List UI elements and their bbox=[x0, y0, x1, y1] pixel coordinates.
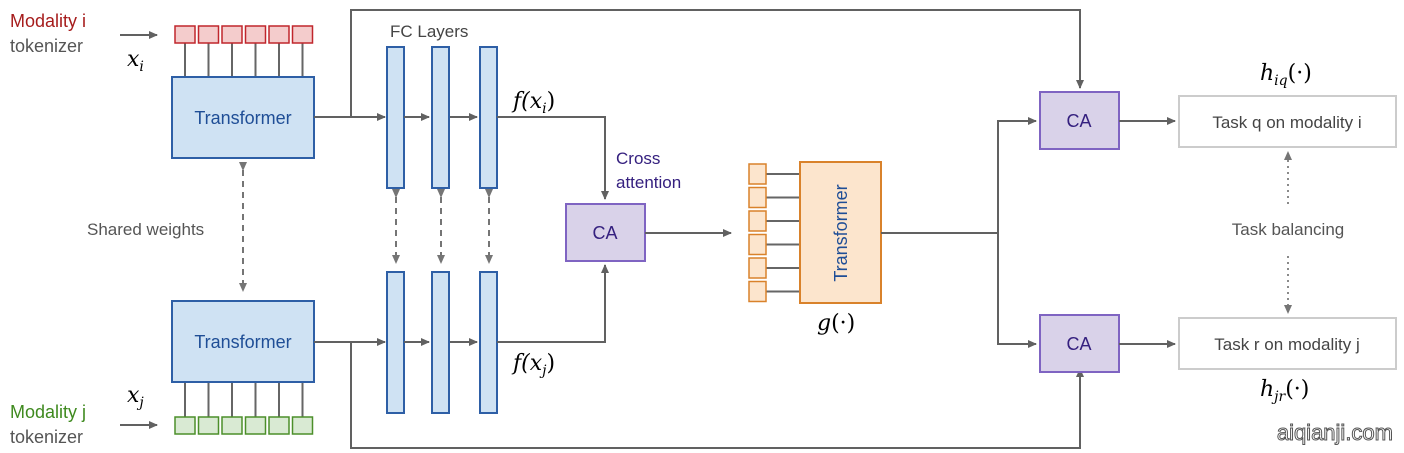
cross-attention-block-label: CA bbox=[592, 223, 617, 243]
modality-j-token bbox=[221, 416, 243, 435]
h-iq-label: hiq(·) bbox=[1260, 61, 1312, 89]
fusion-token bbox=[748, 280, 767, 303]
fc-layer-top bbox=[479, 46, 498, 189]
fc-layer-top bbox=[431, 46, 450, 189]
modality-j-token bbox=[174, 416, 196, 435]
head-ca-bottom-label: CA bbox=[1066, 334, 1091, 354]
fusion-to-head-top-arrow bbox=[997, 117, 1037, 233]
modality-i-token bbox=[174, 25, 196, 44]
f-xj-label: f(xj) bbox=[511, 351, 555, 379]
f-xi-to-ca-arrow bbox=[497, 116, 609, 200]
watermark: aiqianji.com bbox=[1277, 420, 1393, 445]
encoder-transformer-top-label: Transformer bbox=[194, 108, 291, 128]
modality-i-token bbox=[197, 25, 220, 44]
modality-i-title: Modality i bbox=[10, 11, 86, 31]
task-box-bottom bbox=[1178, 317, 1397, 370]
skip-connection-top bbox=[350, 9, 1084, 117]
fusion-token bbox=[748, 257, 767, 279]
fc-layers-bottom bbox=[386, 271, 498, 414]
head-ca-top-label: CA bbox=[1066, 111, 1091, 131]
modality-i-subtitle: tokenizer bbox=[10, 36, 83, 56]
task-box-bottom-label: Task r on modality j bbox=[1214, 335, 1360, 354]
shared-weights-label: Shared weights bbox=[87, 220, 204, 239]
f-xi-label: f(xi) bbox=[511, 89, 555, 117]
fusion-transformer-label: Transformer bbox=[831, 184, 851, 281]
fc-layer-bottom bbox=[386, 271, 405, 414]
modality-j-token bbox=[268, 416, 290, 435]
fc-layers-top bbox=[386, 46, 498, 189]
task-box-top bbox=[1178, 95, 1397, 148]
h-jr-label: hjr(·) bbox=[1260, 377, 1309, 405]
encoder-transformer-bottom-label: Transformer bbox=[194, 332, 291, 352]
cross-attention-label-line1: Cross bbox=[616, 149, 660, 168]
cross-attention-block bbox=[565, 203, 646, 262]
modality-j-tokens bbox=[174, 382, 314, 435]
fc-layer-top bbox=[386, 46, 405, 189]
modality-i-token bbox=[244, 25, 267, 44]
fusion-token bbox=[748, 186, 767, 209]
input-symbol-xi: xi bbox=[127, 47, 144, 75]
modality-j-token bbox=[244, 416, 267, 435]
fc-layers-title: FC Layers bbox=[390, 22, 468, 41]
cross-attention-label-line2: attention bbox=[616, 173, 681, 192]
fusion-token bbox=[748, 233, 767, 256]
modality-j-title: Modality j bbox=[10, 402, 86, 422]
fc-layer-bottom bbox=[431, 271, 450, 414]
f-xj-to-ca-arrow bbox=[497, 264, 609, 343]
modality-i-token bbox=[268, 25, 290, 44]
skip-connection-bottom bbox=[350, 342, 1084, 449]
input-symbol-xj: xj bbox=[127, 383, 144, 411]
fusion-token bbox=[748, 210, 767, 232]
fc-layer-bottom bbox=[479, 271, 498, 414]
fusion-to-head-bottom-arrow bbox=[997, 233, 1037, 348]
task-balancing-label: Task balancing bbox=[1232, 220, 1344, 239]
task-box-top-label: Task q on modality i bbox=[1212, 113, 1361, 132]
modality-i-token bbox=[291, 25, 314, 44]
fusion-token bbox=[748, 163, 767, 185]
fusion-tokens bbox=[748, 163, 800, 303]
g-func-label: g(·) bbox=[817, 311, 855, 336]
modality-j-token bbox=[197, 416, 220, 435]
modality-i-tokens bbox=[174, 25, 314, 77]
modality-i-token bbox=[221, 25, 243, 44]
head-ca-bottom bbox=[1039, 314, 1120, 373]
fusion-transformer bbox=[799, 161, 882, 304]
modality-j-subtitle: tokenizer bbox=[10, 427, 83, 447]
modality-j-token bbox=[291, 416, 314, 435]
